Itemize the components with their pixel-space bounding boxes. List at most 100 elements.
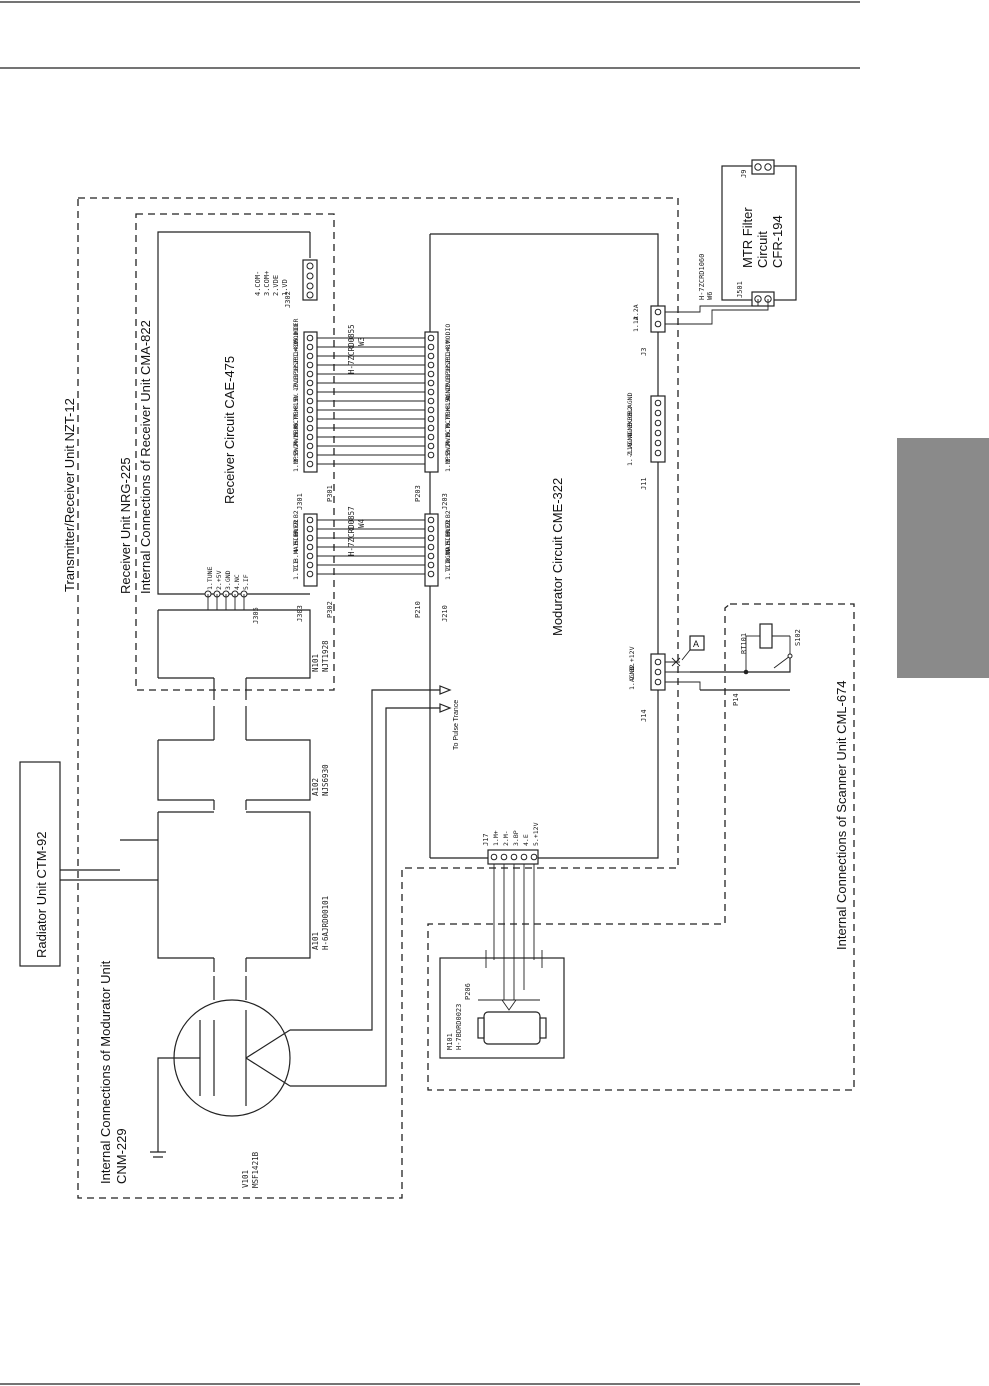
svg-text:9.-7V: 9.-7V	[292, 380, 300, 400]
svg-text:4.MCT: 4.MCT	[444, 425, 452, 445]
receiver-unit-boundary	[135, 213, 335, 691]
msf1421b-label: MSF1421B	[251, 1151, 260, 1188]
radiator-unit-label: Radiator Unit CTM-92	[34, 832, 49, 958]
j11-label: J11	[640, 477, 648, 490]
svg-text:7.B2: 7.B2	[292, 510, 300, 526]
svg-text:1.TUNE: 1.TUNE	[206, 566, 214, 590]
j11-pin-labels: 1.-11V 2.AGND 3.AGND 4.EXBP 5.CB2 6.AGND	[626, 392, 634, 466]
a101-part-label: H-6AJRD00101	[321, 896, 330, 950]
svg-text:4.MBK: 4.MBK	[292, 425, 300, 445]
njt1928-label: NJT1928	[321, 640, 330, 672]
marker-a-box	[689, 635, 705, 651]
n101-label: N101	[311, 654, 320, 672]
j3-label: J3	[640, 348, 648, 356]
svg-text:5.IF: 5.IF	[242, 574, 250, 590]
svg-text:6.C2: 6.C2	[444, 519, 452, 535]
njs6930-label: NJS6930	[321, 764, 330, 796]
pulse-trance-arrows	[439, 685, 452, 713]
svg-text:1.-11V: 1.-11V	[626, 442, 634, 466]
svg-text:3.AGND: 3.AGND	[626, 422, 634, 446]
svg-text:3.GND: 3.GND	[224, 570, 232, 590]
svg-text:12.TI: 12.TI	[444, 353, 452, 373]
svg-text:14.MODIO: 14.MODIO	[292, 324, 300, 355]
svg-text:6.AGND: 6.AGND	[626, 392, 634, 416]
mtr-filter-label-3: CFR-194	[770, 215, 785, 268]
svg-text:6.C2: 6.C2	[292, 519, 300, 535]
svg-text:1.TII: 1.TII	[292, 560, 300, 580]
j301-pin-labels: 1.MPS 2.PW2 3.PW1 4.MBK 5.MCT 6.MBK 7.+1…	[292, 319, 300, 472]
rt101-label: RT101	[740, 633, 748, 654]
svg-text:2.AGND: 2.AGND	[444, 547, 452, 571]
p301-label: P301	[326, 485, 334, 502]
rt101-thermistor	[759, 623, 773, 649]
w3-label: W3	[357, 337, 366, 346]
a102-label: A102	[311, 778, 320, 796]
pulse-trance-label: To Pulse Trance	[453, 700, 460, 750]
mtr-filter-label-1: MTR Filter	[740, 207, 755, 268]
scanner-internal-label: Internal Connections of Scanner Unit CML…	[834, 680, 849, 950]
svg-text:5.HVER: 5.HVER	[292, 520, 300, 544]
svg-text:2.PW2: 2.PW2	[292, 443, 300, 463]
j3-connector	[650, 305, 666, 333]
j203-pin-labels: 1.MPS 2.PW2 3.PW1 4.MCT 5.MCT 6.MBK 7.+1…	[444, 324, 452, 472]
p203-label: P203	[414, 485, 422, 502]
cross-mark	[671, 657, 681, 667]
j11-connector	[650, 395, 666, 463]
w3-part-label: H-7ZCRD0855	[347, 324, 356, 374]
svg-text:3.PW1: 3.PW1	[292, 434, 300, 454]
v101-label: V101	[241, 1170, 250, 1188]
svg-text:1.MPS: 1.MPS	[292, 452, 300, 472]
j17-pin-labels: 1.M+ 2.M- 3.BP 4.E 5.+12V	[492, 822, 540, 846]
j303-pin-labels: 1.TII 2.E 3.MAI 4.HIER 5.HVER 6.C2 7.B2	[292, 510, 300, 580]
svg-text:11.HSP: 11.HSP	[292, 358, 300, 382]
svg-text:4.EXBP: 4.EXBP	[626, 412, 634, 436]
svg-text:6.MBK: 6.MBK	[444, 407, 452, 427]
j501-label: J501	[736, 281, 744, 298]
pulse-trance-lead-2	[290, 707, 440, 1087]
side-tab	[897, 438, 989, 678]
svg-text:2.B2: 2.B2	[628, 664, 636, 680]
j210-label: J210	[441, 605, 449, 622]
svg-text:7.+15V: 7.+15V	[444, 394, 452, 418]
svg-text:5.MCT: 5.MCT	[444, 416, 452, 436]
svg-text:2.AGND: 2.AGND	[626, 432, 634, 456]
svg-text:3.MAI: 3.MAI	[444, 542, 452, 562]
w6-cable	[665, 299, 769, 325]
waveguide-chain	[120, 678, 311, 1000]
svg-text:3.MAI: 3.MAI	[292, 542, 300, 562]
svg-text:7.B2: 7.B2	[444, 510, 452, 526]
radiator-unit-box	[19, 761, 61, 967]
svg-text:1.MPS: 1.MPS	[444, 452, 452, 472]
svg-text:14.MODIO: 14.MODIO	[444, 324, 452, 355]
mtr-filter-box	[721, 165, 797, 301]
svg-text:2.E: 2.E	[292, 559, 300, 571]
j14-leads	[665, 661, 701, 690]
scanner-wiring	[690, 656, 791, 691]
modulator-circuit-outline	[430, 233, 659, 859]
w6-part-label: H-7ZCRD1060	[698, 254, 706, 300]
marker-a-label: A	[693, 639, 699, 649]
svg-text:9.-7V: 9.-7V	[444, 380, 452, 400]
j305-pin-labels: 1.TUNE 2.+5V 3.GND 4.NC 5.IF	[206, 566, 250, 590]
s102-switch	[773, 655, 791, 669]
svg-text:1.AGND: 1.AGND	[628, 666, 636, 690]
svg-text:8.E: 8.E	[292, 397, 300, 409]
motor-leads	[493, 864, 535, 1000]
receiver-internal-label: Internal Connections of Receiver Unit CM…	[138, 320, 153, 594]
p206-label: P206	[464, 983, 472, 1000]
j303-label: J303	[296, 605, 304, 622]
j203-label: J203	[441, 493, 449, 510]
svg-text:5.CB2: 5.CB2	[626, 406, 634, 426]
p14-label: P14	[732, 693, 740, 706]
w4-cable-bundle	[317, 519, 425, 575]
modulator-circuit-label: Modurator Circuit CME-322	[550, 478, 565, 636]
m101-label: M101	[446, 1033, 454, 1050]
p302-label: P302	[326, 601, 334, 618]
svg-text:5.MCT: 5.MCT	[292, 416, 300, 436]
svg-text:1.M+: 1.M+	[492, 830, 500, 846]
j302-connector	[302, 259, 318, 301]
ground-icon	[150, 1057, 200, 1158]
svg-text:1.VD: 1.VD	[281, 279, 289, 296]
modulator-internal-label-1: Internal Connections of Modurator Unit	[98, 960, 113, 1184]
